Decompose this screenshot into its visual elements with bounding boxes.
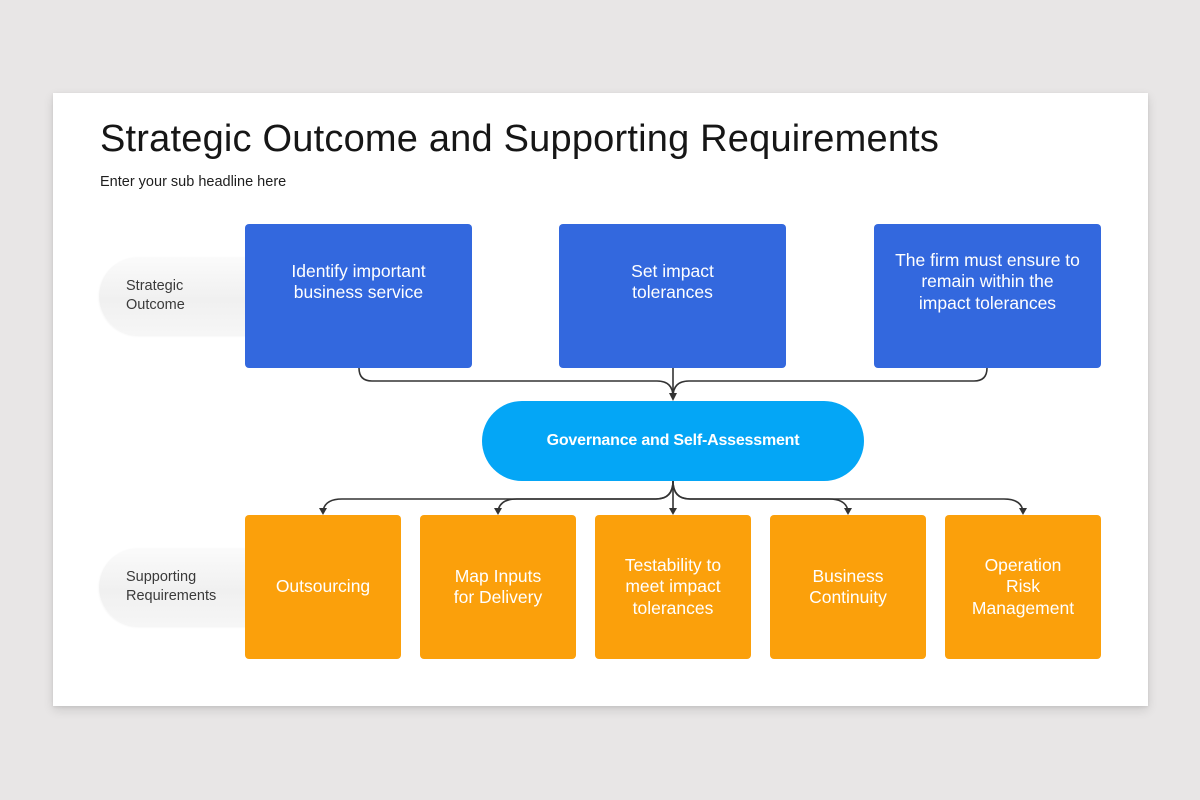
supporting-box-operation-risk: Operation Risk Management [945, 515, 1101, 659]
strategic-box-identify-service-text: Identify important business service [291, 260, 426, 303]
supporting-box-testability: Testability to meet impact tolerances [595, 515, 751, 659]
supporting-box-business-continuity: Business Continuity [770, 515, 926, 659]
supporting-box-outsourcing-text: Outsourcing [275, 576, 371, 597]
row-label-strategic-outcome-text: Strategic Outcome [126, 278, 185, 313]
supporting-box-testability-text: Testability to meet impact tolerances [624, 554, 722, 618]
page-title: Strategic Outcome and Supporting Require… [100, 118, 940, 160]
strategic-box-set-tolerances-text: Set impact tolerances [631, 260, 714, 303]
strategic-box-identify-service: Identify important business service [245, 224, 472, 368]
strategic-box-set-tolerances: Set impact tolerances [559, 224, 786, 368]
row-label-supporting-requirements-text: Supporting Requirements [126, 569, 217, 604]
strategic-box-remain-within: The firm must ensure to remain within th… [874, 224, 1101, 368]
supporting-box-operation-risk-text: Operation Risk Management [971, 554, 1075, 618]
supporting-box-map-inputs: Map Inputs for Delivery [420, 515, 576, 659]
supporting-box-outsourcing: Outsourcing [245, 515, 401, 659]
supporting-box-map-inputs-text: Map Inputs for Delivery [453, 565, 543, 608]
page-subtitle: Enter your sub headline here [100, 174, 287, 190]
supporting-box-business-continuity-text: Business Continuity [809, 565, 887, 608]
strategic-box-remain-within-text: The firm must ensure to remain within th… [895, 249, 1080, 313]
governance-hub-text: Governance and Self-Assessment [546, 432, 800, 449]
governance-hub: Governance and Self-Assessment [482, 401, 864, 481]
